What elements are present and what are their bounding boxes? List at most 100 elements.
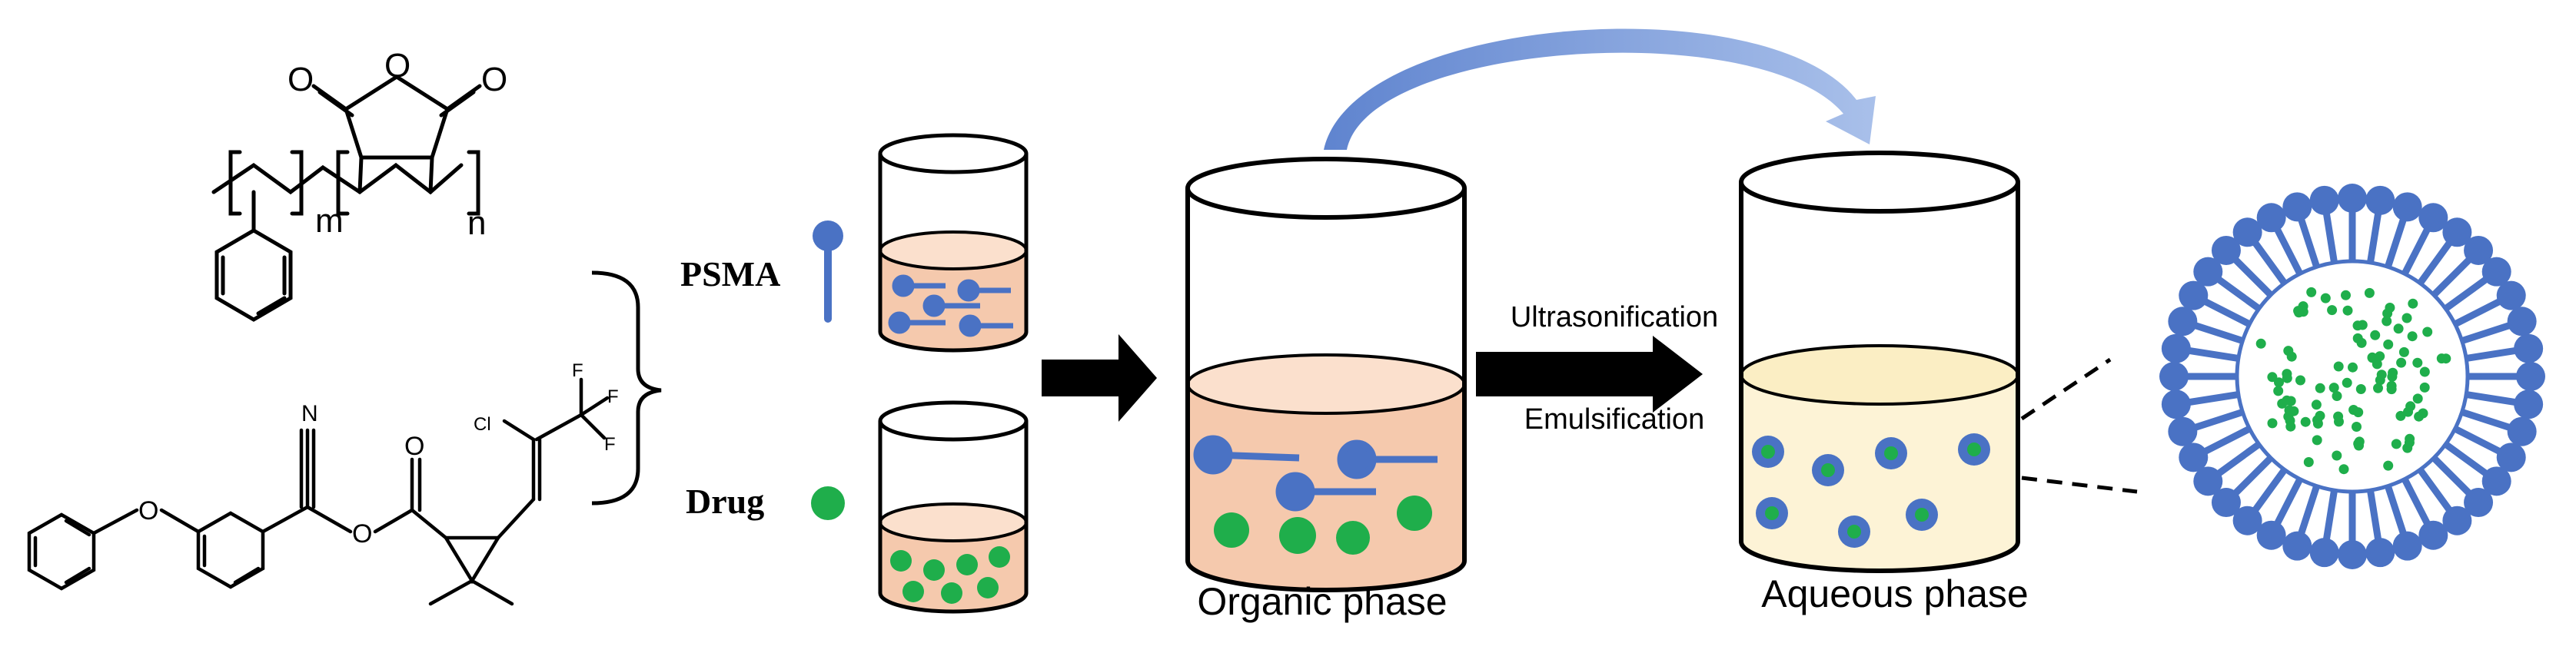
core-drug-dot xyxy=(2320,293,2331,303)
psma-atom-o-right: O xyxy=(481,61,507,98)
core-drug-dot xyxy=(2332,391,2342,401)
drug-atom-f-top: F xyxy=(572,360,583,381)
psma-amphiphile-icon xyxy=(813,220,843,323)
shell-head xyxy=(2309,538,2339,568)
core-drug-dot xyxy=(2383,339,2394,350)
zoom-line-top xyxy=(2020,357,2112,421)
core-drug-dot xyxy=(2375,375,2385,386)
shell-head xyxy=(2232,506,2262,535)
core-drug-dot xyxy=(2383,460,2394,471)
shell-head xyxy=(2496,443,2526,472)
psma-atom-o-ring: O xyxy=(384,47,410,85)
core-drug-dot xyxy=(2353,439,2364,449)
organic-phase-beaker xyxy=(1185,157,1467,592)
core-drug-dot xyxy=(2342,305,2353,316)
shell-head xyxy=(2442,217,2472,247)
core-drug-dot xyxy=(2303,457,2314,467)
core-drug-dot xyxy=(2341,290,2351,300)
core-drug-dot xyxy=(2282,395,2292,406)
shell-head xyxy=(2161,333,2191,363)
core-drug-dot xyxy=(2328,383,2339,393)
drug-core xyxy=(2255,287,2451,475)
emulsification-label: Emulsification xyxy=(1524,403,1704,436)
shell-head xyxy=(2392,192,2422,222)
core-drug-dot xyxy=(2375,351,2385,362)
shell-head xyxy=(2256,520,2286,550)
core-drug-dot xyxy=(2338,464,2349,475)
core-drug-dot xyxy=(2436,353,2447,364)
core-drug-dot xyxy=(2396,357,2407,368)
psma-small-beaker xyxy=(878,133,1029,353)
core-drug-dot xyxy=(2294,307,2304,318)
drug-atom-n: N xyxy=(301,401,318,426)
core-drug-dot xyxy=(2407,331,2418,342)
shell-head xyxy=(2168,307,2198,336)
core-drug-dot xyxy=(2364,287,2375,298)
shell-head xyxy=(2161,390,2191,419)
core-drug-dot xyxy=(2353,407,2364,418)
core-drug-dot xyxy=(2404,437,2415,448)
drug-structure xyxy=(27,377,610,606)
core-drug-dot xyxy=(2385,303,2395,313)
shell-head xyxy=(2507,307,2537,336)
shell-head xyxy=(2418,520,2448,550)
core-drug-dot xyxy=(2393,323,2404,334)
core-drug-dot xyxy=(2382,316,2392,327)
drug-atom-f-bottom: F xyxy=(604,434,616,455)
core-drug-dot xyxy=(2401,313,2412,323)
grouping-brace xyxy=(591,270,662,506)
core-drug-dot xyxy=(2300,416,2311,427)
shell-head xyxy=(2496,280,2526,310)
psma-subscript-n: n xyxy=(467,204,486,242)
drug-label: Drug xyxy=(686,482,764,521)
core-drug-dot xyxy=(2414,411,2425,422)
shell-head xyxy=(2338,184,2367,213)
mix-arrow xyxy=(1042,334,1157,422)
nanoparticles xyxy=(1752,433,1990,548)
core-drug-dot xyxy=(2352,320,2363,331)
shell-head xyxy=(2481,466,2511,496)
core-drug-dot xyxy=(2398,346,2409,357)
psma-label: PSMA xyxy=(680,254,780,293)
shell-head xyxy=(2168,416,2198,446)
core-drug-dot xyxy=(2412,393,2423,404)
shell-head xyxy=(2365,185,2395,215)
shell-head xyxy=(2392,531,2422,561)
shell-head xyxy=(2418,203,2448,233)
shell-head xyxy=(2179,280,2209,310)
drug-atom-cl: Cl xyxy=(474,414,491,435)
core-drug-dot xyxy=(2405,401,2416,412)
shell-head xyxy=(2211,235,2241,265)
core-drug-dot xyxy=(2348,362,2358,373)
drug-particle-icon xyxy=(811,486,845,520)
shell-head xyxy=(2338,540,2367,569)
shell-head xyxy=(2464,235,2494,265)
shell-head xyxy=(2481,257,2511,287)
psma-structure xyxy=(211,75,482,322)
shell-head xyxy=(2256,203,2286,233)
shell-head xyxy=(2211,488,2241,518)
core-drug-dot xyxy=(2332,450,2342,461)
shell-head xyxy=(2442,506,2472,535)
core-drug-dot xyxy=(2419,382,2430,393)
core-drug-dot xyxy=(2333,361,2344,372)
psma-subscript-m: m xyxy=(315,202,344,240)
core-drug-dot xyxy=(2315,383,2325,393)
shell-head xyxy=(2507,416,2537,446)
core-drug-dot xyxy=(2327,305,2338,316)
ultrasonification-label: Ultrasonification xyxy=(1511,301,1718,333)
shell-head xyxy=(2365,538,2395,568)
drug-atom-o-ether: O xyxy=(138,496,158,525)
shell-head xyxy=(2193,466,2223,496)
core-drug-dot xyxy=(2295,375,2305,386)
shell-head xyxy=(2516,362,2545,391)
shell-head xyxy=(2309,185,2339,215)
drug-atom-o-carbonyl: O xyxy=(404,432,424,461)
shell-head xyxy=(2514,333,2544,363)
drug-atom-f-right: F xyxy=(607,386,619,407)
core-drug-dot xyxy=(2311,399,2322,410)
core-drug-dot xyxy=(2312,435,2322,446)
core-drug-dot xyxy=(2387,371,2398,382)
core-drug-dot xyxy=(2315,410,2325,421)
